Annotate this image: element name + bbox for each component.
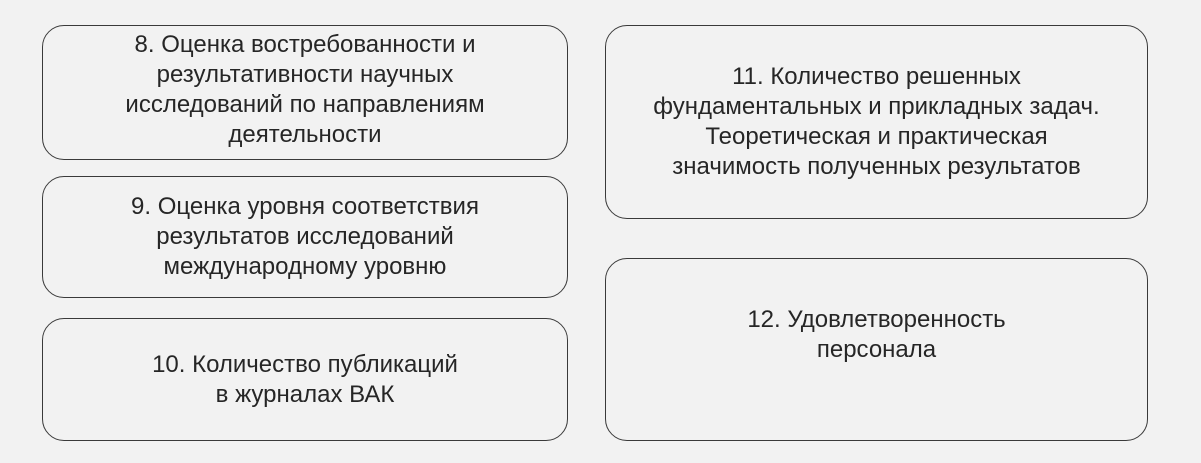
criterion-text-12: 12. Удовлетворенность персонала: [747, 305, 1006, 363]
criterion-box-8: 8. Оценка востребованности и результатив…: [42, 25, 568, 160]
criterion-text-8: 8. Оценка востребованности и результатив…: [125, 30, 485, 148]
criterion-box-11: 11. Количество решенных фундаментальных …: [605, 25, 1148, 219]
criterion-text-11: 11. Количество решенных фундаментальных …: [653, 63, 1100, 180]
criterion-box-12: 12. Удовлетворенность персонала: [605, 258, 1148, 441]
criterion-text-9: 9. Оценка уровня соответствия результато…: [131, 193, 479, 280]
criterion-box-9: 9. Оценка уровня соответствия результато…: [42, 176, 568, 298]
criterion-text-10: 10. Количество публикаций в журналах ВАК: [152, 350, 458, 408]
criterion-box-10: 10. Количество публикаций в журналах ВАК: [42, 318, 568, 441]
